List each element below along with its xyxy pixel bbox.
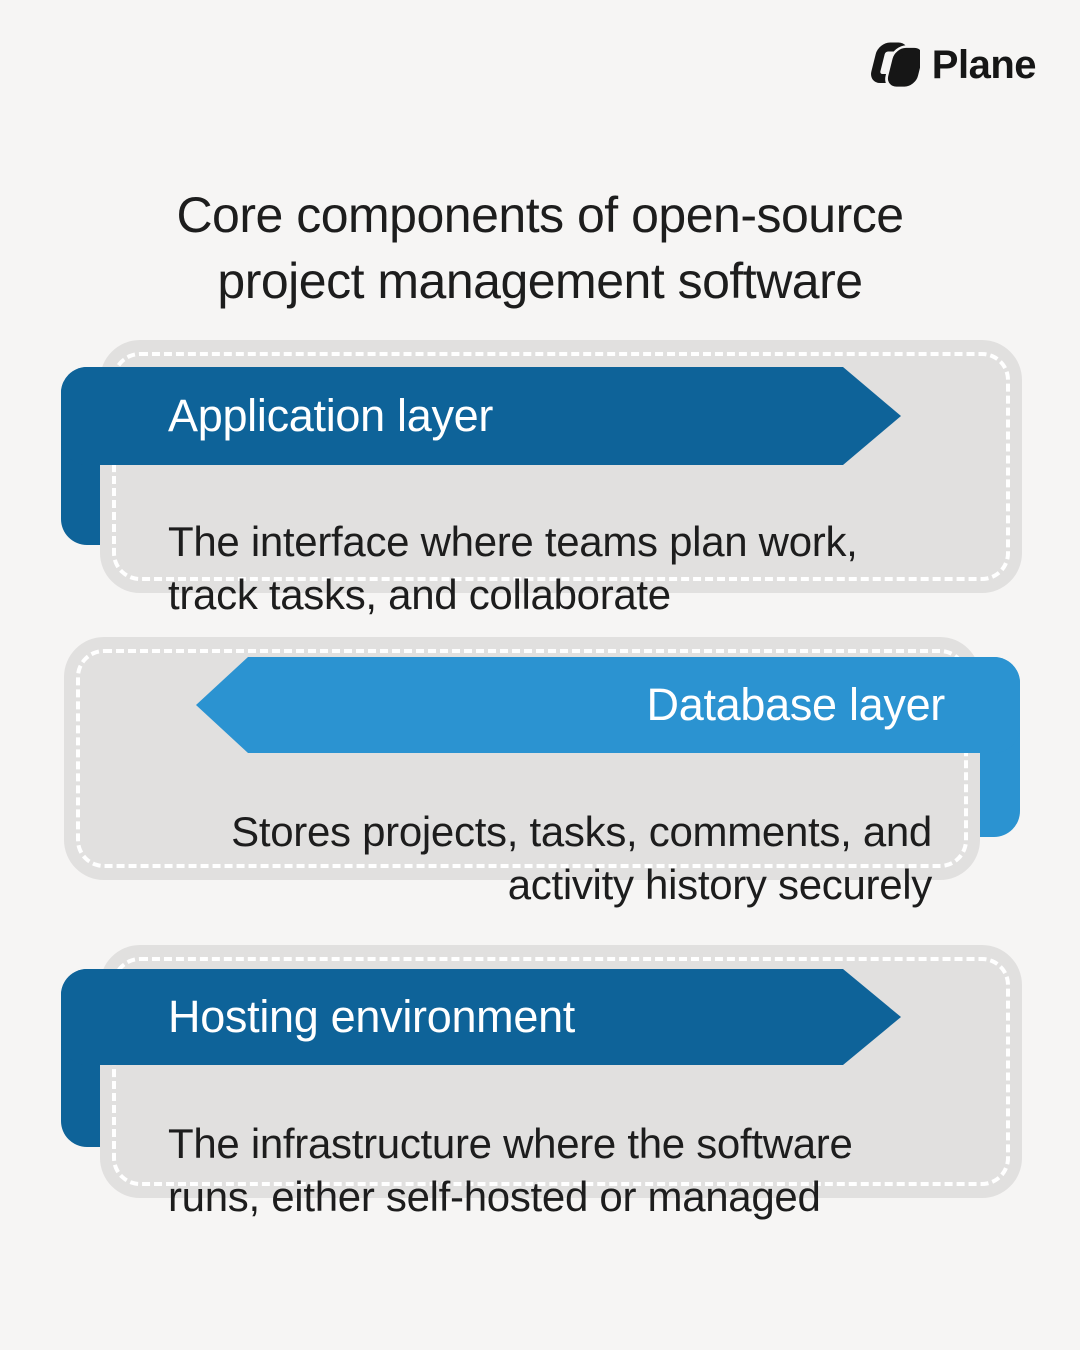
- card-database-layer: Database layer Stores projects, tasks, c…: [64, 637, 1020, 908]
- card-hosting-description: The infrastructure where the software ru…: [168, 1120, 853, 1220]
- card-hosting-environment: Hosting environment The infrastructure w…: [61, 945, 1022, 1220]
- page-title: Core components of open-source project m…: [176, 186, 904, 309]
- card-database-label: Database layer: [646, 679, 946, 730]
- card-hosting-ribbon: Hosting environment: [61, 969, 843, 1065]
- card-application-layer: Application layer The interface where te…: [61, 340, 1022, 618]
- plane-logo-wordmark: Plane: [931, 43, 1037, 87]
- card-application-ribbon: Application layer: [61, 367, 843, 465]
- card-database-ribbon: Database layer: [248, 657, 1020, 753]
- card-application-description: The interface where teams plan work, tra…: [168, 518, 858, 618]
- card-database-description: Stores projects, tasks, comments, and ac…: [231, 808, 932, 908]
- plane-logo: Plane: [866, 42, 1037, 88]
- card-hosting-label: Hosting environment: [168, 991, 576, 1042]
- plane-logo-icon: [866, 42, 920, 88]
- card-application-label: Application layer: [168, 390, 494, 441]
